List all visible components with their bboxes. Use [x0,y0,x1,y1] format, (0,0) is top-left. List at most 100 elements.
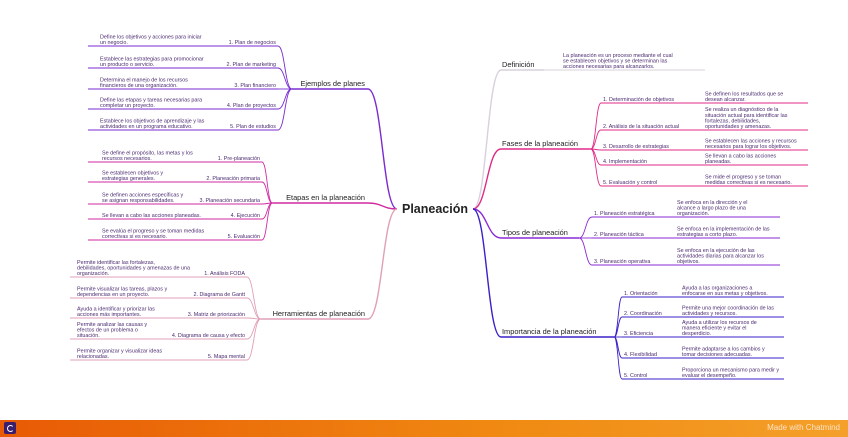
leaf-number: 3. Plan financiero [234,83,276,89]
connector-line [246,276,262,320]
made-with-label[interactable]: Made with Chatmind [767,423,840,432]
leaf-text: Se mide el progreso y se toman [705,174,781,180]
leaf-text: relacionadas. [77,354,109,360]
leaf-number: 1. Planeación estratégica [594,211,655,217]
connector-line [590,148,602,187]
leaf-text: debilidades, oportunidades y amenazas de… [77,265,190,271]
leaf-text: Se definen acciones específicas y [102,192,184,198]
leaf-text: Permite analizar las causas y [77,322,147,328]
leaf-text: Se enfoca en la implementación de las [677,226,770,232]
leaf-text: Permite organizar y visualizar ideas [77,348,162,354]
leaf-text: planeadas. [705,159,731,165]
leaf-text: oportunidades y amenazas. [705,124,771,130]
leaf-text: tomar decisiones adecuadas. [682,352,752,358]
leaf-ejemplos-3[interactable]: 3. Plan financiero Determina el manejo de… [88,77,292,90]
leaf-text: Se enfoca en la dirección y el [677,200,747,206]
leaf-number: 4. Diagrama de causa y efecto [172,333,245,339]
leaf-text: actividades en un programa educativo. [100,124,193,130]
connector-line [590,129,602,150]
leaf-text: acciones más importantes. [77,312,141,318]
leaf-tipos-2[interactable]: 2. Planeación táctica Se enfoca en la imp… [579,226,780,239]
branch-label-ejemplos: Ejemplos de planes [300,79,365,88]
leaf-text: completar un proyecto. [100,103,155,109]
leaf-text: Se evalúa el progreso y se toman medidas [102,228,204,234]
leaf-text: Se llevan a cabo las acciones planeadas. [102,213,201,219]
leaf-text: Se define el propósito, las metas y los [102,150,193,156]
leaf-text: Determina el manejo de los recursos [100,77,188,83]
leaf-number: 2. Coordinación [624,311,662,317]
leaf-number: 1. Pre-planeación [218,156,260,162]
connector-line [277,67,292,90]
leaf-text: objetivos. [677,259,700,265]
root-node[interactable]: Planeación [402,202,468,216]
connector-line [578,216,593,239]
leaf-number: 5. Plan de estudios [230,124,276,130]
leaf-number: 1. Análisis FODA [204,271,245,277]
leaf-number: 2. Planeación táctica [594,232,644,238]
leaf-text: se establecen objetivos y se determinan … [563,58,668,64]
leaf-text: Se establecen objetivos y [102,170,163,176]
leaf-text: estrategias a corto plazo. [677,232,737,238]
branch-herramientas[interactable]: Herramientas de planeación 1. Análisis FO… [70,208,398,361]
footer-bar: Made with Chatmind [0,420,848,437]
leaf-text: dependencias en un proyecto. [77,292,149,298]
leaf-number: 5. Evaluación [228,234,260,240]
leaf-etapas-5[interactable]: 5. Evaluación Se evalúa el progreso y se … [88,202,273,241]
leaf-definicion-1[interactable]: La planeación es un proceso mediante el … [544,53,705,71]
branch-label-fases: Fases de la planeación [502,139,578,148]
leaf-text: La planeación es un proceso mediante el … [563,53,673,59]
leaf-text: actividades diarias para alcanzar los [677,253,764,259]
leaf-text: Proporciona un mecanismo para medir y [682,367,779,373]
connector-line [472,148,502,210]
leaf-etapas-2[interactable]: 2. Planeación primaria Se establecen obje… [88,170,273,204]
leaf-text: Define las etapas y tareas necesarias pa… [100,97,202,103]
leaf-text: fortalezas, debilidades, [705,118,761,124]
leaf-etapas-1[interactable]: 1. Pre-planeación Se define el propósito,… [88,150,273,204]
branch-label-herramientas: Herramientas de planeación [273,309,365,318]
leaf-number: 3. Planeación secundaria [199,198,260,204]
leaf-number: 2. Planeación primaria [206,176,260,182]
branch-fases[interactable]: Fases de la planeación 1. Determinación d… [472,91,808,210]
leaf-text: se asignan responsabilidades. [102,198,175,204]
leaf-text: Se enfoca en la ejecución de las [677,248,755,254]
branch-ejemplos[interactable]: Ejemplos de planes 1. Plan de negociosDef… [88,34,398,210]
leaf-text: Se realiza un diagnóstico de la [705,107,778,113]
leaf-text: correctivas si es necesario. [102,234,167,240]
connector-line [277,88,293,131]
leaf-number: 3. Desarrollo de estrategias [603,144,669,150]
leaf-number: 1. Orientación [624,291,658,297]
connector-line [277,45,293,90]
leaf-text: estrategias generales. [102,176,155,182]
leaf-text: desean alcanzar. [705,97,746,103]
connector-line [261,181,273,204]
leaf-herramientas-4[interactable]: 4. Diagrama de causa y efecto Permite ana… [70,318,261,340]
chatmind-logo-icon[interactable] [4,422,16,434]
leaf-tipos-1[interactable]: 1. Planeación estratégica Se enfoca en la… [578,200,780,239]
leaf-etapas-3[interactable]: 3. Planeación secundaria Se definen accio… [88,192,273,205]
root-label: Planeación [402,202,468,216]
